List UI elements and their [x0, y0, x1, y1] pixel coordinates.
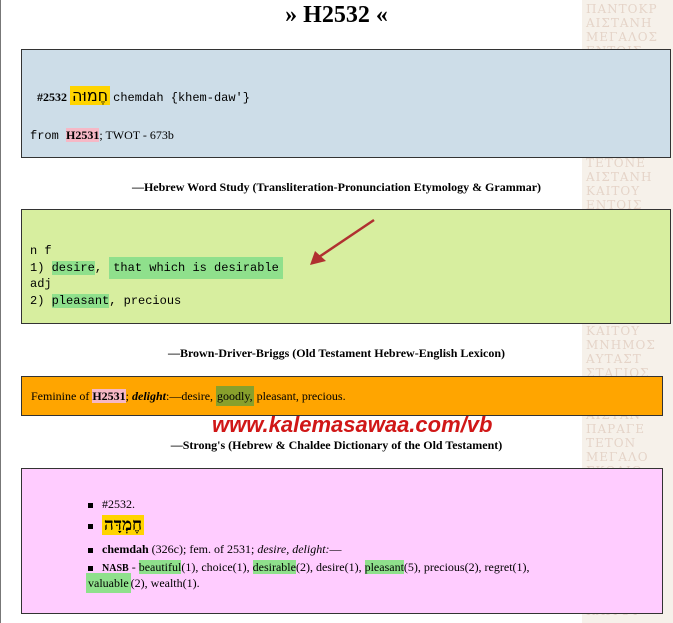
definition-2-number: 2) — [30, 294, 45, 308]
pos-adjective: adj — [30, 277, 52, 291]
nasb-label: NASB — [102, 563, 129, 574]
hebrew-word: חֶמוּה — [70, 86, 111, 105]
nasb-concordance-box: #2532. חֶמְדָּה chemdah (326c); fem. of … — [21, 468, 663, 614]
definition-2-word: pleasant — [51, 294, 110, 308]
hebrew-word-pointed: חֶמְדָּה — [102, 515, 145, 535]
bullet-icon — [88, 547, 93, 553]
watermark-url: www.kalemasawaa.com/vb — [212, 412, 493, 437]
nasb-dash: - — [131, 560, 136, 574]
etymology-item: chemdah (326c); fem. of 2531; desire, de… — [88, 542, 342, 557]
caption-bdb: —Brown-Driver-Briggs (Old Testament Hebr… — [167, 346, 506, 360]
definition-1-number: 1) — [30, 261, 45, 275]
strongs-summary-text: Feminine of H2531; delight:—desire, good… — [31, 386, 346, 406]
page-title: » H2532 « — [285, 2, 388, 28]
nasb-item-continued: valuable(2), wealth(1). — [86, 573, 200, 593]
red-arrow-icon — [310, 218, 375, 265]
definition-1-word: desire — [51, 261, 95, 275]
nasb-count-3: (5), precious(2), regret(1), — [403, 560, 530, 574]
caption-hebrew-word-study: —Hebrew Word Study (Transliteration-Pron… — [131, 180, 542, 194]
definition-1-phrase: that which is desirable — [109, 257, 283, 279]
etymology-italic: desire, delight: — [257, 542, 330, 556]
nasb-item: NASB - beautiful(1), choice(1), desirabl… — [88, 559, 530, 577]
nasb-count-1: (1), choice(1), — [181, 560, 250, 574]
transliteration: chemdah {khem-daw'} — [113, 91, 250, 105]
link-h2531[interactable]: H2531 — [66, 128, 100, 142]
etymology-plain: (326c); fem. of 2531; — [151, 542, 255, 556]
strongs-number-item: #2532. — [88, 497, 135, 512]
nasb-word-valuable: valuable — [86, 573, 131, 593]
pos-noun: n f — [30, 244, 52, 258]
definition-2: 2) pleasant, precious — [30, 294, 181, 308]
link-h2531-summary[interactable]: H2531 — [92, 389, 126, 403]
twot-ref: ; TWOT - 673b — [99, 128, 174, 142]
definition-2-rest: , precious — [109, 294, 182, 308]
nasb-word-pleasant: pleasant — [364, 560, 404, 574]
strongs-summary-box: Feminine of H2531; delight:—desire, good… — [21, 376, 663, 416]
nasb-count-2: (2), desire(1), — [295, 560, 362, 574]
nasb-word-beautiful: beautiful — [138, 560, 182, 574]
summary-rest: pleasant, precious. — [256, 389, 346, 403]
nasb-word-desirable: desirable — [252, 560, 296, 574]
summary-prefix: Feminine of — [31, 389, 90, 403]
etymology-end: — — [329, 542, 342, 556]
hebrew-item: חֶמְדָּה — [88, 515, 145, 535]
entry-number: #2532 — [37, 90, 67, 104]
definition-1: 1) desire, that which is desirable — [30, 257, 283, 279]
bullet-icon — [88, 565, 93, 571]
definition-1-sep: , — [94, 261, 103, 275]
summary-highlight-goodly: goodly, — [216, 386, 254, 406]
from-label: from — [30, 129, 59, 143]
strongs-number: #2532. — [102, 497, 135, 511]
from-line: from H2531; TWOT - 673b — [30, 128, 174, 143]
summary-sep: ; — [125, 389, 130, 403]
hebrew-word-study-box: #2532 חֶמוּה chemdah {khem-daw'} from H2… — [21, 49, 671, 158]
strongs-word: chemdah — [102, 542, 149, 556]
summary-italic-word: delight — [132, 389, 167, 403]
summary-mid: :—desire, — [166, 389, 214, 403]
bdb-definition-box: n f 1) desire, that which is desirable a… — [21, 209, 671, 324]
nasb-count-4: (2), wealth(1). — [130, 576, 200, 590]
bullet-icon — [88, 523, 93, 529]
caption-strongs: —Strong's (Hebrew & Chaldee Dictionary o… — [170, 438, 503, 452]
entry-line: #2532 חֶמוּה chemdah {khem-daw'} — [37, 86, 250, 105]
bullet-icon — [88, 502, 93, 508]
